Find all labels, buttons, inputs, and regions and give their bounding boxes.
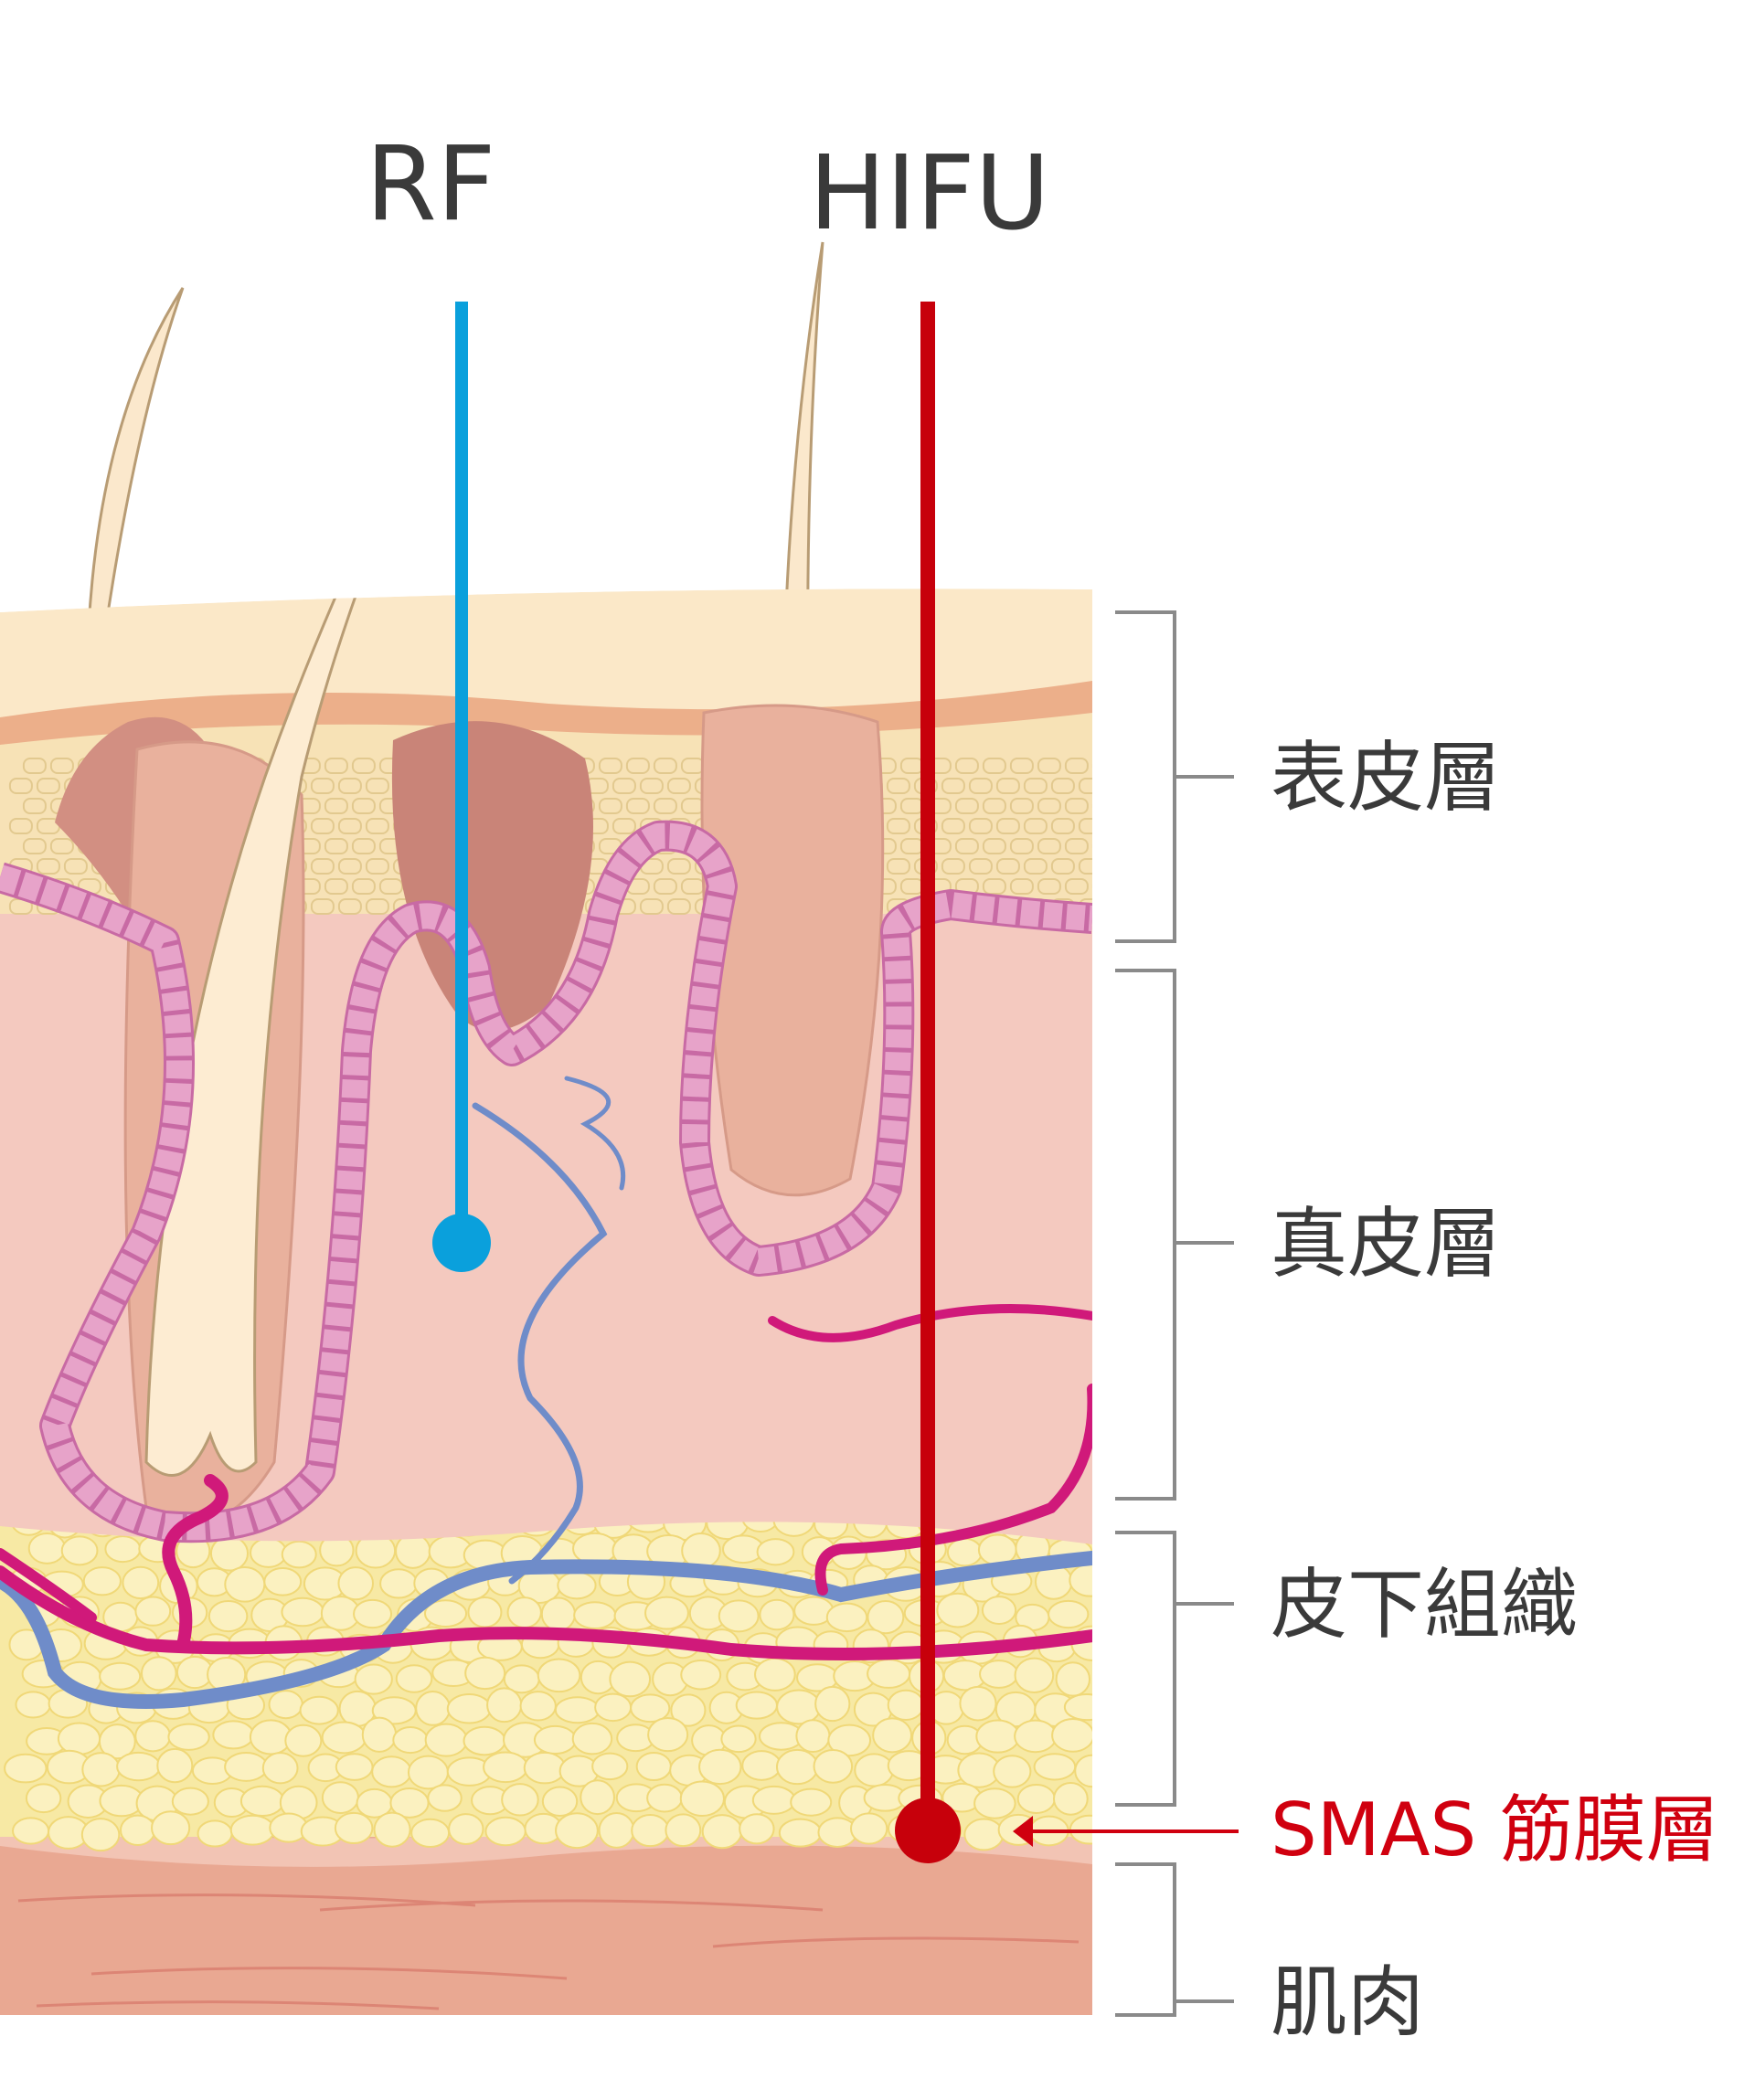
artery-vessels (0, 1304, 1092, 1660)
arrow-head-icon (1013, 1816, 1033, 1847)
muscle-bracket (1115, 1862, 1234, 2017)
muscle-fibers (17, 1893, 1080, 2010)
hair-strand-main (144, 589, 614, 1478)
rf-tip-dot (432, 1214, 491, 1272)
rf-label: RF (366, 125, 495, 244)
sweat-gland-tubes (0, 820, 1092, 1543)
dermis-bracket (1115, 969, 1234, 1501)
subcutaneous-label: 皮下組織 (1271, 1560, 1578, 1649)
layer-brackets (1115, 610, 1234, 2017)
subcutaneous-bracket (1115, 1531, 1234, 1807)
smas-label: SMAS 筋膜層 (1271, 1787, 1719, 1872)
smas-arrow (1013, 1816, 1239, 1847)
epidermis-label: 表皮層 (1271, 733, 1501, 822)
muscle-label: 肌肉 (1271, 1957, 1424, 2047)
hifu-probe-line (895, 302, 961, 1863)
epidermis-bracket (1115, 610, 1234, 943)
dermis-label: 真皮層 (1271, 1199, 1501, 1289)
vein-vessels (0, 1076, 1092, 1709)
hifu-label: HIFU (809, 134, 1050, 253)
skin-block (0, 589, 1092, 2016)
hifu-tip-dot (895, 1798, 961, 1863)
rf-probe-line (432, 302, 491, 1272)
